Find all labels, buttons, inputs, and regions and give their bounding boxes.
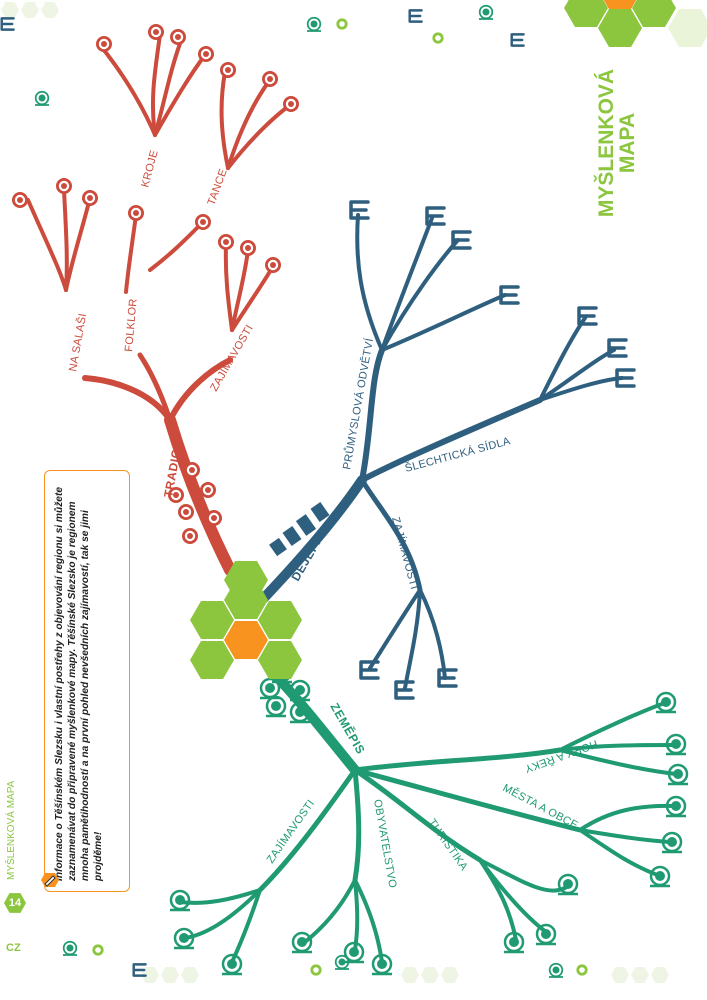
page-number: 14	[4, 893, 26, 913]
note-text: Informace o Těšínském Slezsku i vlastní …	[54, 486, 104, 881]
note-box: Informace o Těšínském Slezsku i vlastní …	[44, 470, 130, 892]
label-tradice-zajimavosti: ZAJÍMAVOSTI	[207, 322, 256, 393]
label-na-salasi: NA SALAŠI	[66, 312, 89, 372]
branch-zemepis	[178, 665, 678, 964]
label-turistika: TURISTIKA	[426, 817, 471, 873]
branch-tradice	[26, 33, 292, 576]
label-dejepis-zajimavosti: ZAJÍMAVOSTI	[389, 515, 421, 590]
label-mesta: MĚSTA A OBCE	[501, 781, 581, 832]
pencil-icon	[41, 873, 59, 887]
title-line-2: MAPA	[616, 112, 639, 174]
corner-hexagons	[564, 0, 707, 47]
page-title: MYŠLENKOVÁ MAPA	[595, 58, 656, 228]
label-tance: TANCE	[206, 167, 230, 207]
title-line-1: MYŠLENKOVÁ	[595, 68, 618, 218]
label-obyvatelstvo: OBYVATELSTVO	[371, 798, 398, 889]
dejepis-castles	[269, 502, 330, 557]
border-icons	[0, 4, 588, 978]
label-kroje: KROJE	[139, 149, 160, 189]
side-section-label: MYŠLENKOVÁ MAPA	[6, 780, 17, 880]
label-folklor: FOLKLOR	[123, 298, 140, 352]
branch-dejepis	[257, 213, 624, 690]
language-code: CZ	[6, 942, 21, 954]
